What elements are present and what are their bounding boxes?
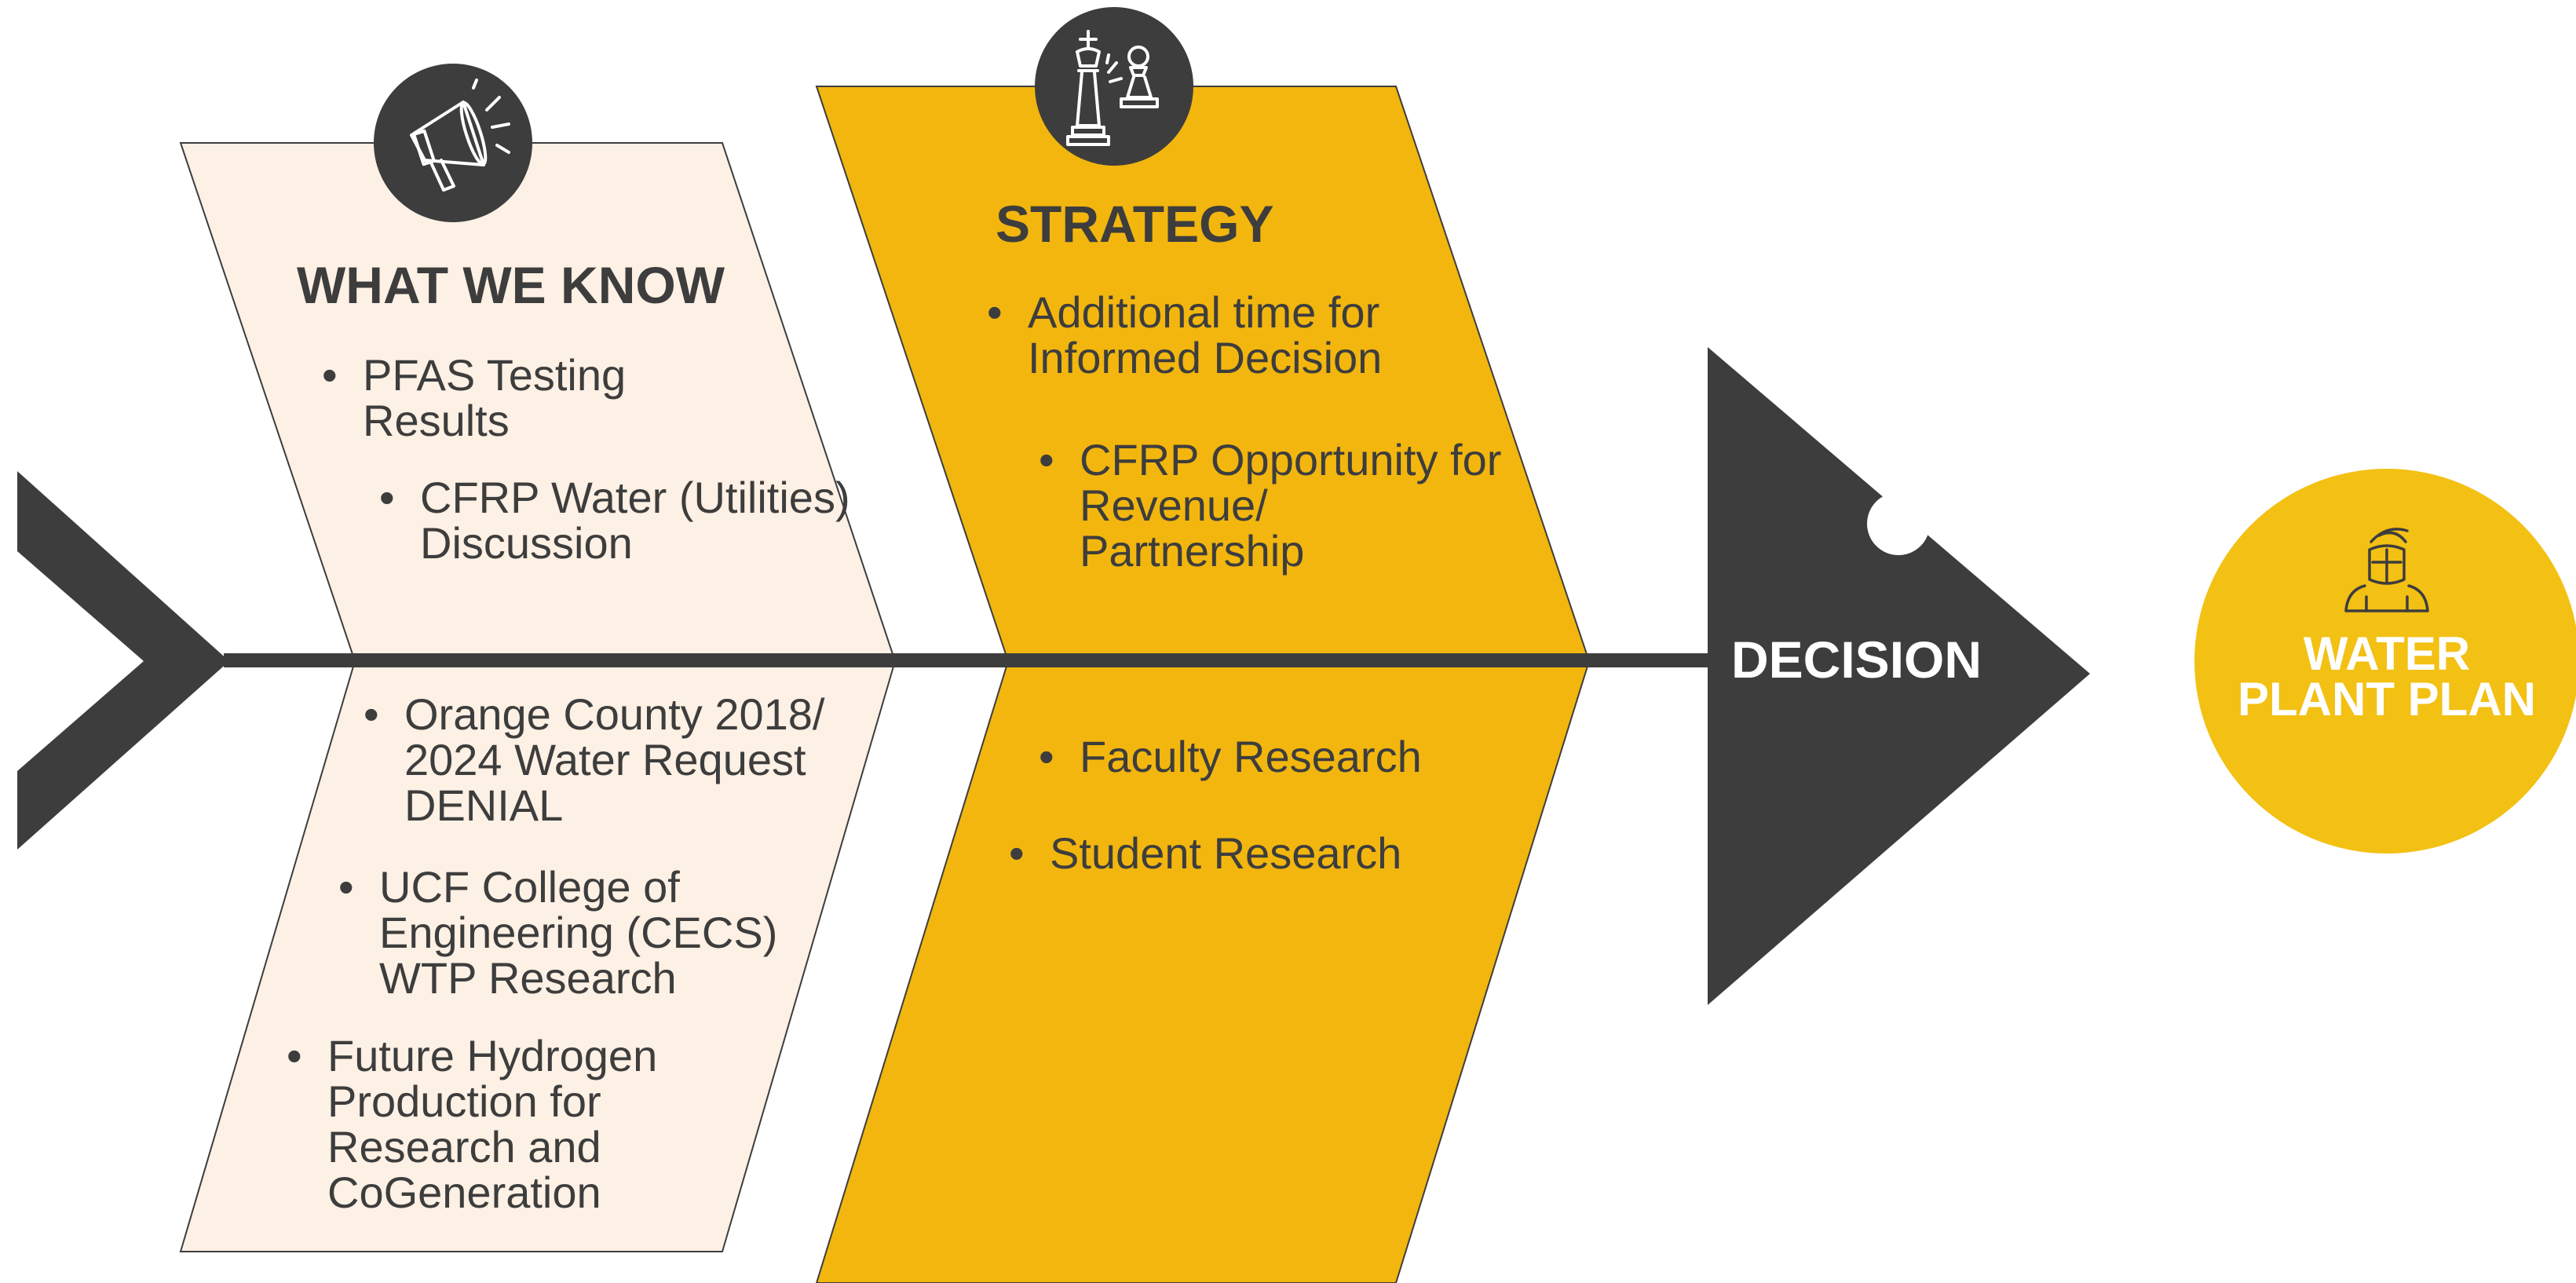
bullet-dot: •	[1009, 828, 1025, 878]
spine-line	[224, 653, 1716, 667]
list-item: • CFRP Water (Utilities) Discussion	[379, 473, 860, 568]
bullet-dot: •	[987, 287, 1003, 337]
bullet-dot: •	[322, 350, 338, 400]
knight-helmet-icon	[2344, 528, 2429, 612]
bullet-dot: •	[287, 1031, 302, 1080]
outcome-label: WATER PLANT PLAN	[2214, 627, 2560, 726]
outcome-circle	[2194, 469, 2576, 854]
list-item: • Orange County 2018/ 2024 Water Request…	[364, 689, 852, 830]
list-item: • PFAS Testing Results	[322, 350, 677, 445]
bullet-dot: •	[1039, 435, 1054, 484]
list-item: • UCF College of Engineering (CECS) WTP …	[338, 862, 819, 1003]
bullet-text: CFRP Opportunity for Revenue/ Partnershi…	[1080, 435, 1502, 576]
decision-label: DECISION	[1731, 631, 1982, 689]
list-item: • Faculty Research	[1039, 732, 1551, 781]
chess-pieces-icon	[1035, 7, 1193, 166]
bullet-text: Future Hydrogen Production for Research …	[327, 1031, 658, 1217]
bullet-text: Student Research	[1050, 828, 1402, 878]
bullet-text: PFAS Testing Results	[363, 350, 627, 445]
strategy-panel	[815, 86, 1591, 1283]
bullet-text: Orange County 2018/ 2024 Water Request D…	[404, 689, 825, 830]
outcome-line-1: WATER	[2303, 627, 2471, 680]
bullet-dot: •	[364, 689, 379, 739]
list-item: • CFRP Opportunity for Revenue/ Partners…	[1039, 435, 1504, 576]
list-item: • Future Hydrogen Production for Researc…	[287, 1031, 704, 1217]
tail-chevron	[17, 471, 229, 850]
bullet-text: CFRP Water (Utilities) Discussion	[420, 473, 850, 568]
bullet-text: Additional time for Informed Decision	[1028, 287, 1383, 382]
list-item: • Student Research	[1009, 828, 1521, 878]
what-we-know-heading: WHAT WE KNOW	[297, 256, 725, 314]
arrowhead-notch	[1867, 492, 1930, 555]
bullet-dot: •	[1039, 732, 1054, 781]
decision-arrowhead	[1708, 347, 2090, 1005]
bullet-dot: •	[379, 473, 395, 522]
strategy-heading: STRATEGY	[996, 195, 1274, 253]
bullet-text: UCF College of Engineering (CECS) WTP Re…	[379, 862, 778, 1003]
bullet-dot: •	[338, 862, 354, 912]
outcome-line-2: PLANT PLAN	[2238, 673, 2536, 726]
list-item: • Additional time for Informed Decision	[987, 287, 1452, 382]
bullet-text: Faculty Research	[1080, 732, 1422, 781]
megaphone-icon	[374, 64, 532, 222]
